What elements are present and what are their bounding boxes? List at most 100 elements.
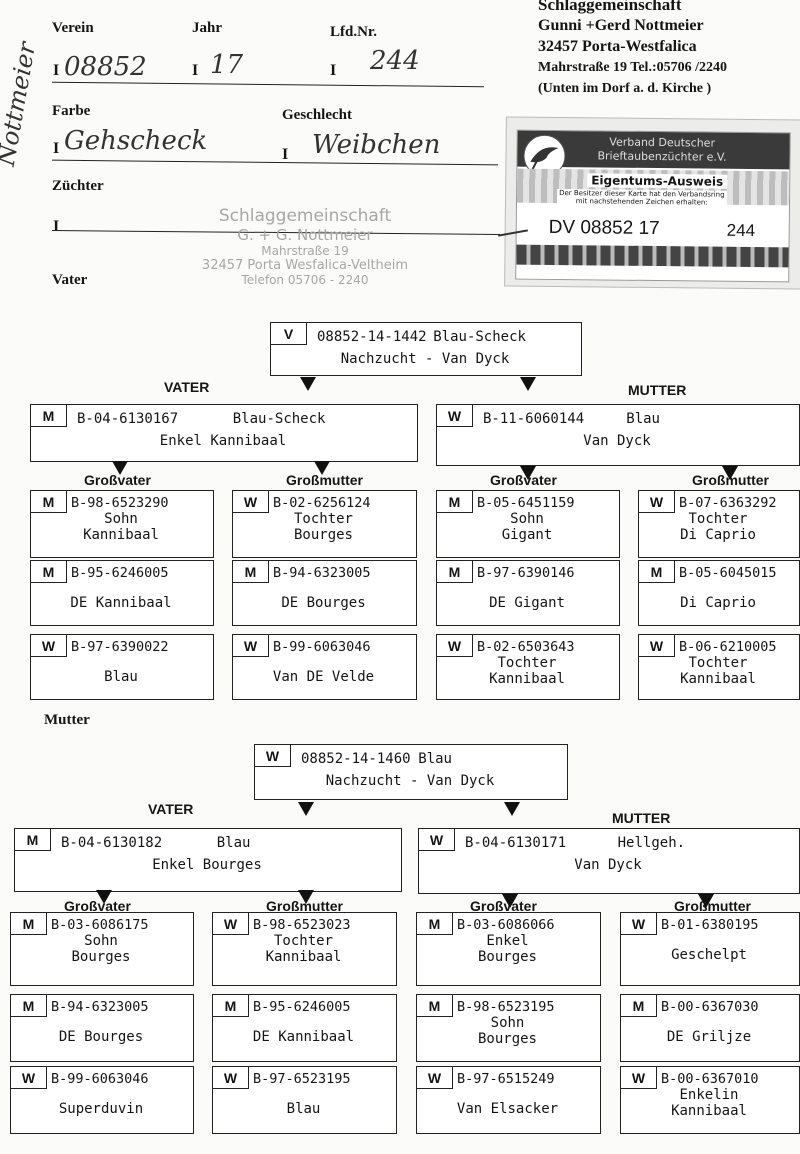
name-text: DE Kannibaal	[252, 1029, 355, 1045]
ring-number: B-02-6503643	[477, 639, 575, 655]
ring-number: B-97-6515249	[457, 1071, 555, 1087]
ring-number: B-04-6130171	[465, 835, 567, 851]
name-text: Tochter	[688, 655, 748, 671]
arrow-down-icon	[298, 802, 314, 816]
color-text: Blau	[216, 835, 251, 851]
zuechter-label: Züchter	[52, 178, 104, 194]
arrow-down-icon	[502, 894, 518, 908]
name-text: DE Griljze	[666, 1029, 752, 1045]
mutter-heading: MUTTER	[628, 382, 687, 398]
grossmutter-heading: Großmutter	[692, 472, 769, 488]
ring-number: 08852-14-1442	[317, 329, 427, 345]
breeder-stamp: Schlaggemeinschaft G. + G. Nottmeier Mah…	[190, 206, 420, 287]
stamp-line-1: Schlaggemeinschaft	[218, 206, 392, 226]
ring-number: B-98-6523290	[71, 495, 169, 511]
ring-number: B-00-6367010	[661, 1071, 759, 1087]
color-text: Blau	[418, 751, 452, 767]
ring-number: B-11-6060144	[483, 411, 585, 427]
name-text: Kannibaal	[265, 949, 342, 965]
geschlecht-value[interactable]: Weibchen	[312, 130, 441, 160]
header-line-3: 32457 Porta-Westfalica	[538, 38, 697, 55]
color-text: Blau	[626, 411, 660, 427]
lineage-text: Nachzucht - Van Dyck	[340, 351, 510, 367]
ring-number: B-05-6045015	[679, 565, 777, 581]
lfdnr-value[interactable]: 244	[370, 46, 420, 76]
sex-badge: W	[31, 635, 67, 657]
sex-badge: W	[213, 913, 249, 935]
sex-badge: W	[621, 913, 657, 935]
name-text: Bourges	[71, 949, 131, 965]
arrow-down-icon	[96, 890, 112, 904]
name-text: Van DE Velde	[272, 669, 375, 685]
name-text: Blau	[286, 1101, 321, 1117]
arrow-down-icon	[520, 466, 536, 480]
grossvater-heading: Großvater	[490, 472, 557, 488]
sex-badge: W	[639, 635, 675, 657]
stamp-line-2: G. + G. Nottmeier	[237, 226, 373, 244]
ring-number: B-05-6451159	[477, 495, 575, 511]
farbe-value[interactable]: Gehscheck	[64, 126, 208, 156]
jahr-value[interactable]: 17	[210, 50, 244, 80]
org-name: Verband Deutscher Brieftaubenzüchter e.V…	[597, 135, 726, 164]
grossvater-heading: Großvater	[64, 898, 131, 914]
card-ring: DV 08852 17	[548, 216, 660, 240]
color-text: Blau-Scheck	[433, 329, 526, 345]
lfdnr-label: Lfd.Nr.	[330, 24, 377, 40]
sex-badge: W	[233, 635, 269, 657]
name-text: Tochter	[688, 511, 748, 527]
sex-badge: W	[233, 491, 269, 513]
grossmutter-heading: Großmutter	[674, 898, 751, 914]
ring-number: B-06-6210005	[679, 639, 777, 655]
name-text: Kannibaal	[489, 671, 565, 687]
name-text: Kannibaal	[680, 671, 756, 687]
verein-value[interactable]: 08852	[64, 52, 147, 82]
sex-badge: W	[621, 1067, 657, 1089]
ring-number: B-99-6063046	[51, 1071, 149, 1087]
name-text: DE Kannibaal	[70, 595, 172, 611]
ring-number: B-98-6523195	[457, 999, 555, 1015]
card-subtitle: Der Besitzer dieser Karte hat den Verban…	[556, 188, 727, 207]
name-text: Kannibaal	[671, 1103, 747, 1119]
card-subtitle-2: mit nachstehenden Zeichen erhalten:	[575, 197, 708, 207]
arrow-down-icon	[698, 894, 714, 908]
jahr-label: Jahr	[192, 20, 222, 36]
ring-number: B-03-6086066	[457, 917, 555, 933]
margin-signature: Nottmeier	[0, 39, 42, 169]
ring-number: B-94-6323005	[51, 999, 149, 1015]
sex-badge: M	[437, 561, 473, 583]
arrow-down-icon	[112, 461, 128, 475]
name-text: Superduvin	[58, 1101, 144, 1117]
lineage-text: Enkel Kannibaal	[159, 433, 287, 449]
sex-badge: M	[31, 405, 67, 427]
